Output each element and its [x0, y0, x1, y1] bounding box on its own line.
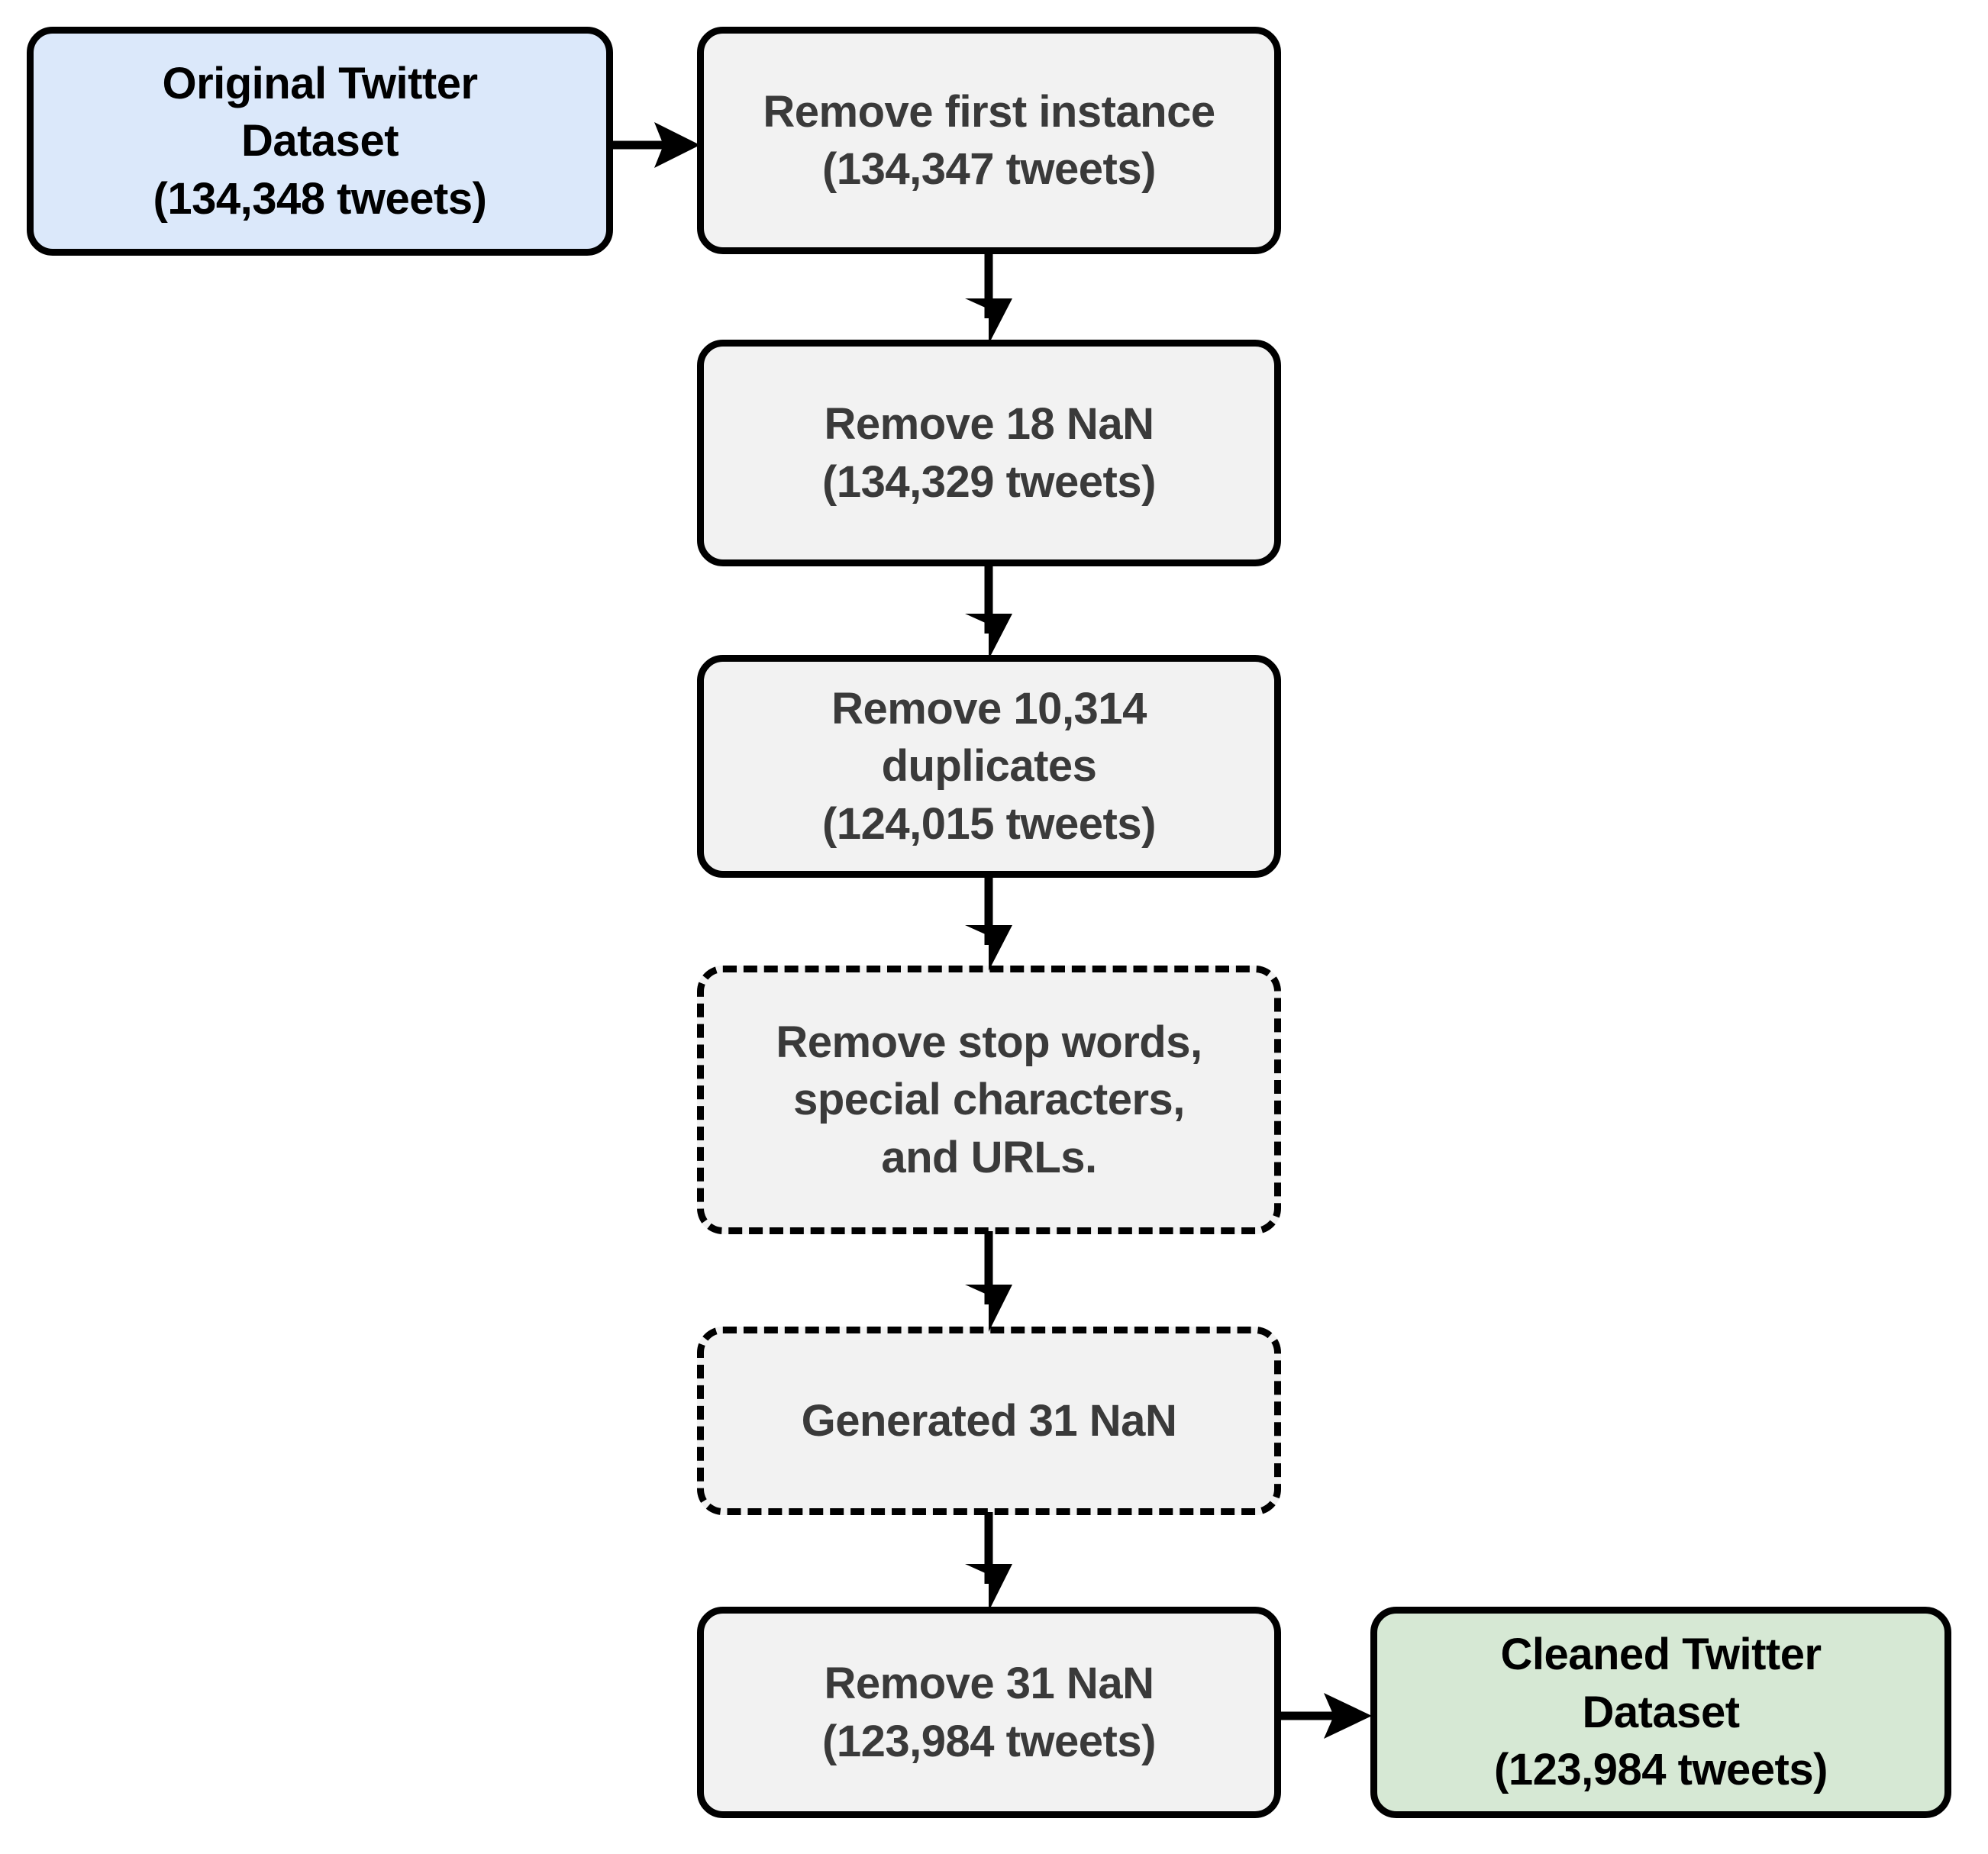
- node-generated-31-nan[interactable]: Generated 31 NaN: [697, 1327, 1281, 1515]
- node-remove-first-instance-label: Remove first instance (134,347 tweets): [763, 86, 1215, 194]
- node-remove-18-nan[interactable]: Remove 18 NaN (134,329 tweets): [697, 340, 1281, 566]
- node-cleaned-dataset-label: Cleaned Twitter Dataset (123,984 tweets): [1494, 1630, 1828, 1795]
- node-original-dataset[interactable]: Original Twitter Dataset (134,348 tweets…: [27, 27, 613, 256]
- edge-generated-31-nan-to-remove-31-nan: [954, 1509, 1023, 1614]
- node-remove-stopwords[interactable]: Remove stop words, special characters, a…: [697, 966, 1281, 1234]
- node-remove-stopwords-label: Remove stop words, special characters, a…: [776, 1017, 1202, 1182]
- node-remove-first-instance[interactable]: Remove first instance (134,347 tweets): [697, 27, 1281, 254]
- node-generated-31-nan-label: Generated 31 NaN: [801, 1395, 1177, 1446]
- edge-remove-duplicates-to-remove-stopwords: [954, 872, 1023, 974]
- node-cleaned-dataset[interactable]: Cleaned Twitter Dataset (123,984 tweets): [1370, 1607, 1951, 1818]
- edge-remove-31-nan-to-cleaned-dataset: [1275, 1685, 1378, 1746]
- edge-remove-stopwords-to-generated-31-nan: [954, 1228, 1023, 1335]
- node-remove-18-nan-label: Remove 18 NaN (134,329 tweets): [822, 399, 1156, 507]
- node-remove-31-nan[interactable]: Remove 31 NaN (123,984 tweets): [697, 1607, 1281, 1818]
- edge-remove-18-nan-to-remove-duplicates: [954, 560, 1023, 663]
- node-remove-31-nan-label: Remove 31 NaN (123,984 tweets): [822, 1659, 1156, 1766]
- node-original-dataset-label: Original Twitter Dataset (134,348 tweets…: [153, 58, 487, 224]
- node-remove-duplicates[interactable]: Remove 10,314 duplicates (124,015 tweets…: [697, 655, 1281, 878]
- node-remove-duplicates-label: Remove 10,314 duplicates (124,015 tweets…: [822, 683, 1156, 849]
- edge-original-to-remove-first-instance: [607, 114, 706, 176]
- edge-remove-first-instance-to-remove-18-nan: [954, 248, 1023, 347]
